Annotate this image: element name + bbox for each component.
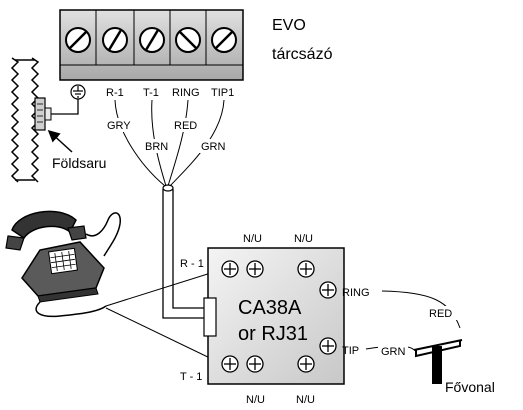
line-wire-label-red: RED bbox=[429, 308, 452, 320]
nu-label-top-right: N/U bbox=[294, 233, 313, 245]
screw-icon bbox=[246, 355, 264, 373]
main-line-connector bbox=[413, 339, 463, 384]
ground-wire bbox=[51, 99, 79, 115]
module-r1-label: R - 1 bbox=[180, 258, 204, 270]
screw-terminal-ground bbox=[65, 27, 91, 53]
wire-label-red: RED bbox=[174, 120, 197, 132]
wire-label-bg-red bbox=[172, 118, 200, 132]
wire-label-brn: BRN bbox=[145, 141, 168, 153]
module-model-line1: CA38A bbox=[238, 297, 302, 319]
ground-arrow-icon bbox=[47, 129, 73, 153]
nu-label-bottom-left: N/U bbox=[246, 394, 265, 406]
screw-icon bbox=[221, 260, 239, 278]
phone-wires bbox=[105, 271, 215, 361]
screw-icon bbox=[319, 337, 337, 355]
screw-terminal-tip1 bbox=[211, 27, 237, 53]
panel-name-line2: tárcsázó bbox=[272, 46, 333, 63]
wire-label-bg-gry bbox=[106, 118, 134, 132]
ground-lug-label: Földsaru bbox=[52, 155, 106, 171]
wire-label-bg-brn bbox=[144, 139, 172, 153]
line-wires bbox=[365, 290, 461, 351]
module-tip-label: TIP bbox=[342, 345, 359, 357]
screw-terminal-ring bbox=[175, 27, 201, 53]
wire-label-grn: GRN bbox=[201, 141, 226, 153]
cable bbox=[162, 184, 205, 319]
line-wire-label-bg-red bbox=[428, 306, 458, 320]
main-line-label: Fővonal bbox=[445, 379, 495, 395]
module-screws bbox=[221, 260, 337, 373]
module-t1-label: T - 1 bbox=[180, 371, 202, 383]
line-wire-label-grn: GRN bbox=[381, 346, 406, 358]
nu-label-bottom-right: N/U bbox=[296, 394, 315, 406]
terminal-label-r1: R-1 bbox=[106, 87, 124, 99]
screw-icon bbox=[221, 355, 239, 373]
terminal-label-t1: T-1 bbox=[143, 87, 159, 99]
terminal-strip bbox=[59, 9, 244, 81]
module-connector bbox=[203, 297, 217, 337]
wire-label-bg-grn bbox=[198, 139, 226, 153]
ground-symbol-icon bbox=[70, 84, 86, 100]
terminal-label-tip1: TIP1 bbox=[211, 87, 234, 99]
telephone-icon bbox=[5, 210, 121, 318]
screw-icon bbox=[297, 260, 315, 278]
wire-label-gry: GRY bbox=[107, 120, 131, 132]
terminal-label-ring: RING bbox=[172, 87, 200, 99]
screw-terminal-t1 bbox=[139, 27, 165, 53]
screw-icon bbox=[297, 355, 315, 373]
screw-icon bbox=[246, 260, 264, 278]
wall-section bbox=[10, 57, 40, 183]
module-model-line2: or RJ31 bbox=[238, 323, 308, 345]
screw-icon bbox=[319, 281, 337, 299]
ground-rod bbox=[34, 97, 52, 131]
line-wire-label-bg-grn bbox=[378, 344, 408, 358]
screw-terminal-r1 bbox=[102, 27, 128, 53]
nu-label-top-left: N/U bbox=[243, 233, 262, 245]
panel-name-line1: EVO bbox=[272, 17, 306, 34]
module-ring-label: RING bbox=[342, 287, 370, 299]
